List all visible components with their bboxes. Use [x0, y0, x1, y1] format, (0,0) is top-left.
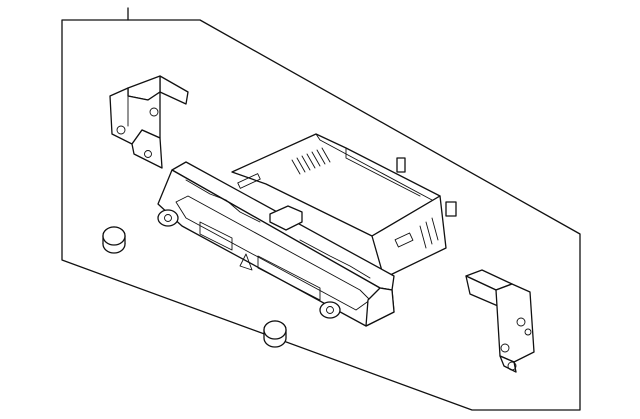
bracket-hole	[149, 107, 159, 117]
bracket-hole	[500, 343, 510, 353]
control-knob-left	[102, 226, 126, 254]
radio-faceplate	[157, 161, 395, 327]
left-knob-seat	[157, 209, 179, 227]
bracket-hole	[116, 125, 126, 135]
hazard-button-icon	[239, 253, 253, 271]
bracket-hole	[144, 150, 152, 158]
display-window	[199, 221, 233, 251]
rear-connector	[445, 201, 457, 217]
right-mounting-bracket	[465, 269, 535, 373]
assembly-plate-outline	[61, 19, 581, 411]
radio-chassis	[231, 133, 457, 279]
bracket-hole	[524, 328, 532, 336]
control-knob-right	[263, 320, 287, 348]
bracket-hole	[507, 361, 517, 371]
right-knob-seat	[319, 301, 341, 319]
center-tab	[269, 205, 303, 231]
left-mounting-bracket	[109, 75, 189, 169]
display-window	[257, 255, 321, 301]
antenna-post	[396, 157, 406, 173]
vent-slots	[291, 147, 331, 175]
bracket-hole	[516, 317, 526, 327]
